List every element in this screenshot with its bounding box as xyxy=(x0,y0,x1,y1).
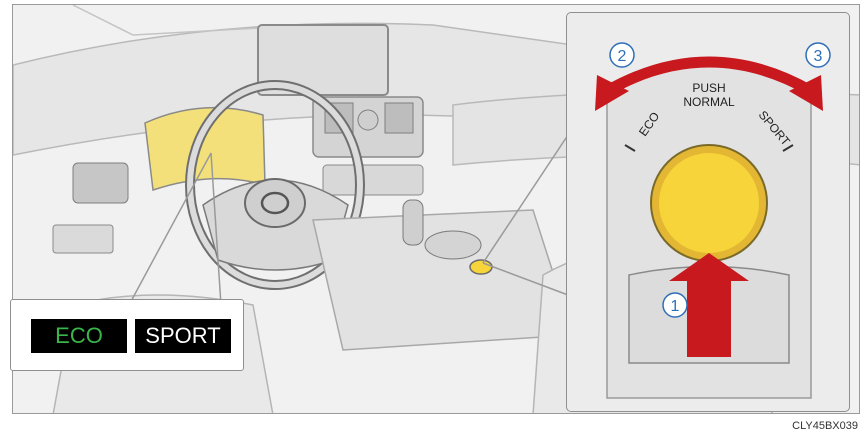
sport-indicator: SPORT xyxy=(135,319,231,353)
drive-mode-drawing: 2 3 1 PUSH NORMAL ECO SPORT xyxy=(567,13,850,412)
eco-indicator: ECO xyxy=(31,319,127,353)
mode-indicator-panel: ECO SPORT xyxy=(10,299,244,371)
step-2-label: 2 xyxy=(618,48,627,65)
drive-mode-callout: 2 3 1 PUSH NORMAL ECO SPORT xyxy=(566,12,850,412)
figure-code: CLY45BX039 xyxy=(792,420,858,432)
normal-label: NORMAL xyxy=(683,95,735,109)
drive-mode-knob-small xyxy=(470,260,492,274)
push-label: PUSH xyxy=(692,81,725,95)
step-3-label: 3 xyxy=(814,48,823,65)
step-1-label: 1 xyxy=(671,298,680,315)
